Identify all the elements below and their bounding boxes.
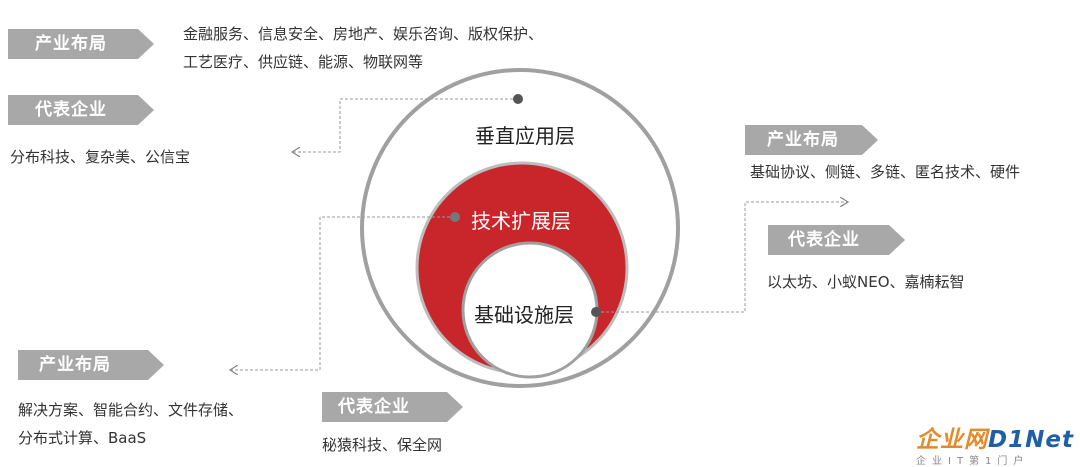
- top-left-industry-line1: 金融服务、信息安全、房地产、娱乐咨询、版权保护、: [183, 25, 544, 43]
- bottom-left-industry-line2: 分布式计算、BaaS: [18, 429, 147, 447]
- connector-dot-extension: [450, 212, 460, 222]
- right-company-tag: 代表企业: [768, 225, 905, 255]
- top-left-industry-tag: 产业布局: [8, 29, 154, 59]
- right-company-text: 以太坊、小蚁NEO、嘉楠耘智: [767, 273, 965, 291]
- connector-top-left: [292, 98, 518, 152]
- connector-bottom-left: [230, 216, 455, 370]
- bottom-left-industry-line1: 解决方案、智能合约、文件存储、: [18, 401, 244, 419]
- bottom-left-company-text: 秘猿科技、保全网: [322, 436, 443, 454]
- vertical-layer-label: 垂直应用层: [475, 124, 575, 148]
- top-left-industry-line2: 工艺医疗、供应链、能源、物联网等: [183, 53, 424, 71]
- logo-subtitle: 企业IT第1门户: [916, 456, 1030, 467]
- bottom-left-company-tag: 代表企业: [322, 392, 463, 422]
- infrastructure-layer-label: 基础设施层: [474, 303, 574, 327]
- right-industry-tag: 产业布局: [745, 125, 878, 155]
- logo-net-text: D1Net: [988, 427, 1074, 453]
- right-industry-text: 基础协议、侧链、多链、匿名技术、硬件: [750, 163, 1021, 181]
- extension-layer-label: 技术扩展层: [471, 209, 571, 233]
- connector-right: [596, 202, 848, 313]
- top-left-company-tag: 代表企业: [8, 95, 154, 125]
- d1net-logo: 企业网D1Net 企业IT第1门户: [916, 420, 1074, 467]
- connector-dot-vertical: [513, 94, 523, 104]
- top-left-company-text: 分布科技、复杂美、公信宝: [10, 148, 191, 166]
- logo-main-text: 企业网: [916, 427, 988, 453]
- connector-dot-infrastructure: [591, 307, 601, 317]
- bottom-left-industry-tag: 产业布局: [18, 350, 164, 380]
